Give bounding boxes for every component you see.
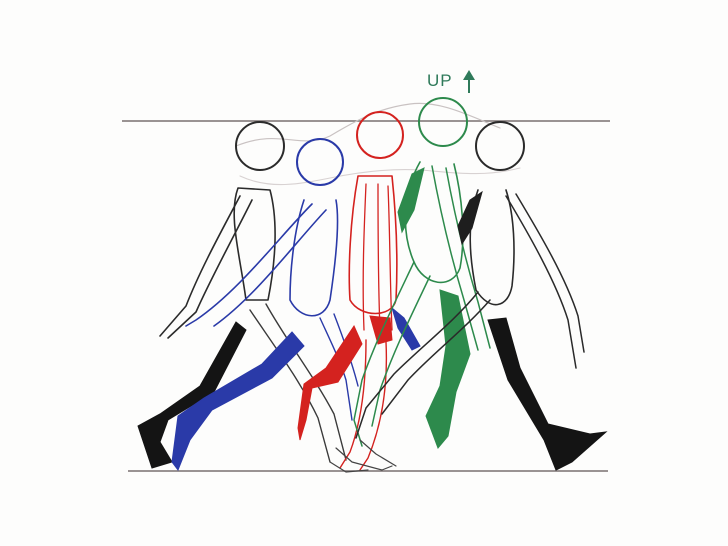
figure-red: [298, 112, 403, 470]
figure-black-torso: [234, 188, 275, 300]
figure-red-arm: [363, 184, 392, 330]
figure-green-shoulder-fill: [398, 168, 424, 232]
figure-gray-arm: [506, 194, 584, 368]
figure-red-back-leg: [298, 326, 362, 440]
figure-blue-torso: [290, 200, 338, 316]
figure-green-front-leg: [426, 290, 470, 448]
figure-blue: [172, 139, 420, 470]
figure-gray-front-leg: [488, 318, 606, 470]
figure-gray: [356, 122, 606, 470]
figure-black-arm: [160, 196, 252, 338]
figure-black: [138, 122, 346, 468]
figure-green: [354, 98, 490, 448]
figure-blue-head: [297, 139, 343, 185]
figure-gray-head: [476, 122, 524, 170]
up-label: UP: [427, 71, 453, 90]
up-arrow-icon: [463, 70, 475, 93]
figure-red-head: [357, 112, 403, 158]
figure-blue-hand-right: [392, 308, 420, 350]
figure-blue-arm: [186, 204, 326, 326]
figure-black-head: [236, 122, 284, 170]
figure-red-knee-fill: [370, 316, 392, 344]
figure-green-head: [419, 98, 467, 146]
